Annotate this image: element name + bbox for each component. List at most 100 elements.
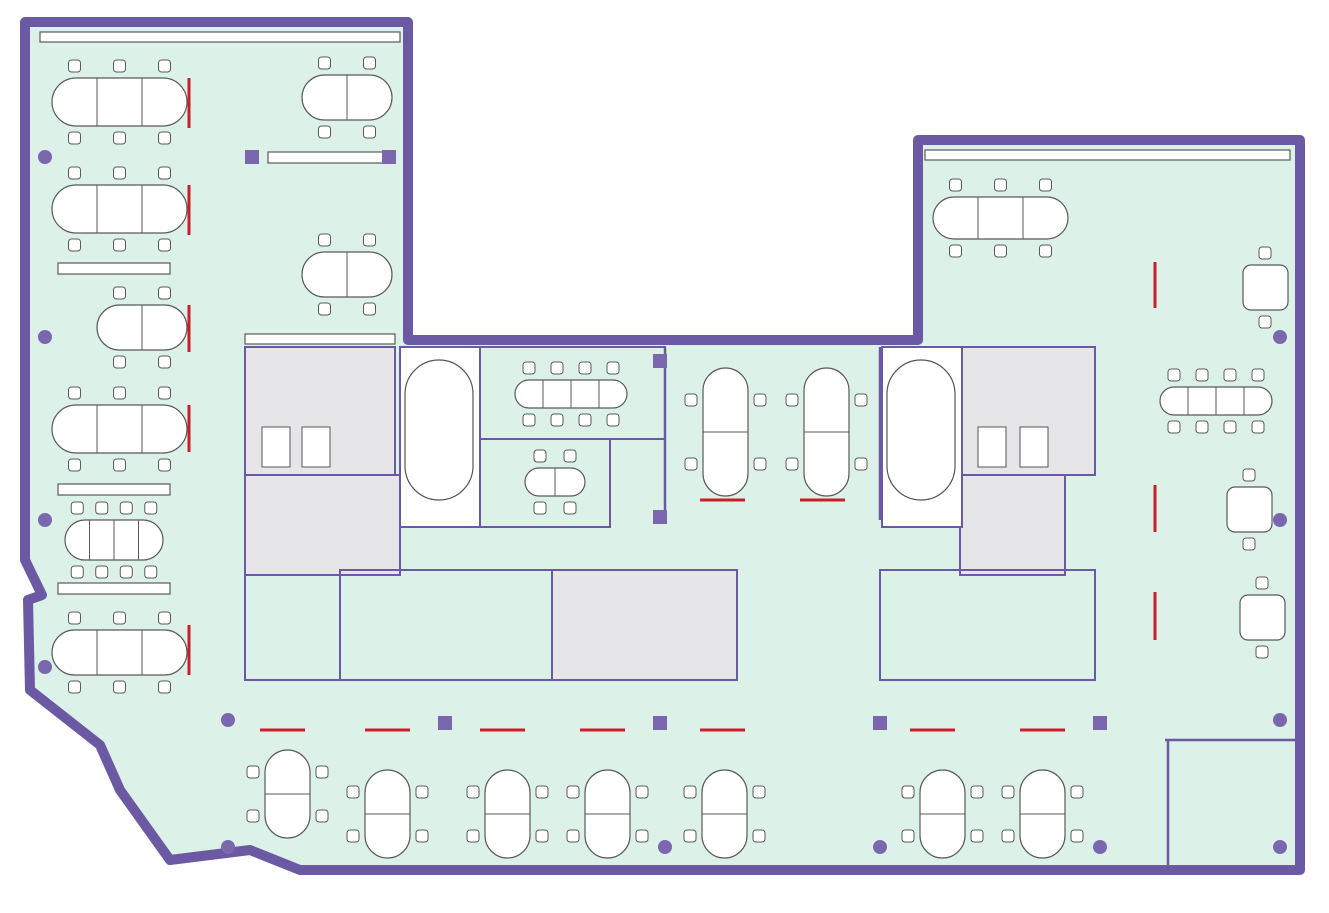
chair: [246, 765, 260, 779]
chair: [970, 829, 984, 843]
elevator-2: [301, 426, 331, 468]
chair: [363, 125, 376, 139]
table: [932, 196, 1069, 240]
furniture-tables: [51, 74, 1289, 859]
chair: [566, 829, 580, 843]
chair: [363, 302, 376, 316]
chair: [578, 361, 592, 375]
chair: [113, 680, 126, 694]
chair: [533, 449, 547, 463]
table: [51, 629, 188, 676]
chair: [318, 125, 331, 139]
chair: [752, 785, 766, 799]
chair: [578, 413, 592, 427]
central-core: [244, 346, 1300, 865]
chair: [785, 457, 799, 471]
chair: [158, 238, 171, 252]
chair: [119, 501, 133, 515]
chair: [901, 829, 915, 843]
chair: [1242, 537, 1256, 551]
chair: [158, 286, 171, 300]
chair: [246, 809, 260, 823]
chair: [949, 244, 962, 258]
chair: [994, 178, 1007, 192]
chair: [901, 785, 915, 799]
chair: [854, 393, 868, 407]
column-square: [1093, 716, 1107, 730]
column-round: [1273, 513, 1287, 527]
chair: [113, 286, 126, 300]
column-square: [438, 716, 452, 730]
structural-columns: [38, 150, 1287, 854]
chair: [684, 393, 698, 407]
chair: [68, 386, 81, 400]
chair: [95, 565, 109, 579]
chair: [1001, 785, 1015, 799]
chair: [363, 233, 376, 247]
chair: [563, 501, 577, 515]
column-square: [653, 716, 667, 730]
column-square: [653, 354, 667, 368]
chair: [533, 501, 547, 515]
chair: [346, 829, 360, 843]
window-strips: [39, 31, 1291, 595]
chair: [683, 785, 697, 799]
chair: [68, 458, 81, 472]
chair: [158, 680, 171, 694]
chair: [1258, 315, 1272, 329]
chair: [144, 501, 158, 515]
chair: [606, 413, 620, 427]
chair: [1251, 368, 1265, 382]
restroom-block-2: [879, 569, 1096, 681]
square-table: [1239, 594, 1286, 641]
square-table: [1226, 486, 1273, 533]
chair: [1251, 420, 1265, 434]
chair: [415, 829, 429, 843]
column-round: [38, 660, 52, 674]
chair: [119, 565, 133, 579]
chair: [753, 457, 767, 471]
chair: [68, 59, 81, 73]
chair: [158, 355, 171, 369]
chair: [683, 829, 697, 843]
chair: [1195, 420, 1209, 434]
chair: [113, 355, 126, 369]
chair: [363, 56, 376, 70]
column-round: [221, 840, 235, 854]
chair: [95, 501, 109, 515]
column-round: [221, 713, 235, 727]
chair: [113, 59, 126, 73]
column-round: [1273, 330, 1287, 344]
column-round: [38, 513, 52, 527]
chair: [550, 361, 564, 375]
chair: [1223, 368, 1237, 382]
chair: [635, 785, 649, 799]
table: [51, 77, 188, 127]
chair: [68, 680, 81, 694]
chair: [563, 449, 577, 463]
chair: [753, 393, 767, 407]
chair: [113, 611, 126, 625]
chair: [113, 458, 126, 472]
chair: [1167, 420, 1181, 434]
chair: [113, 386, 126, 400]
chair: [1223, 420, 1237, 434]
chair: [970, 785, 984, 799]
column-round: [873, 840, 887, 854]
column-square: [873, 716, 887, 730]
chair: [1039, 178, 1052, 192]
elevator-3: [977, 426, 1007, 468]
chair: [158, 166, 171, 180]
chair: [1242, 468, 1256, 482]
chair: [522, 361, 536, 375]
chair: [606, 361, 620, 375]
chair: [158, 458, 171, 472]
chair: [158, 131, 171, 145]
chair: [1070, 829, 1084, 843]
column-round: [38, 150, 52, 164]
column-round: [1273, 713, 1287, 727]
column-round: [1093, 840, 1107, 854]
chair: [144, 565, 158, 579]
chair: [158, 386, 171, 400]
